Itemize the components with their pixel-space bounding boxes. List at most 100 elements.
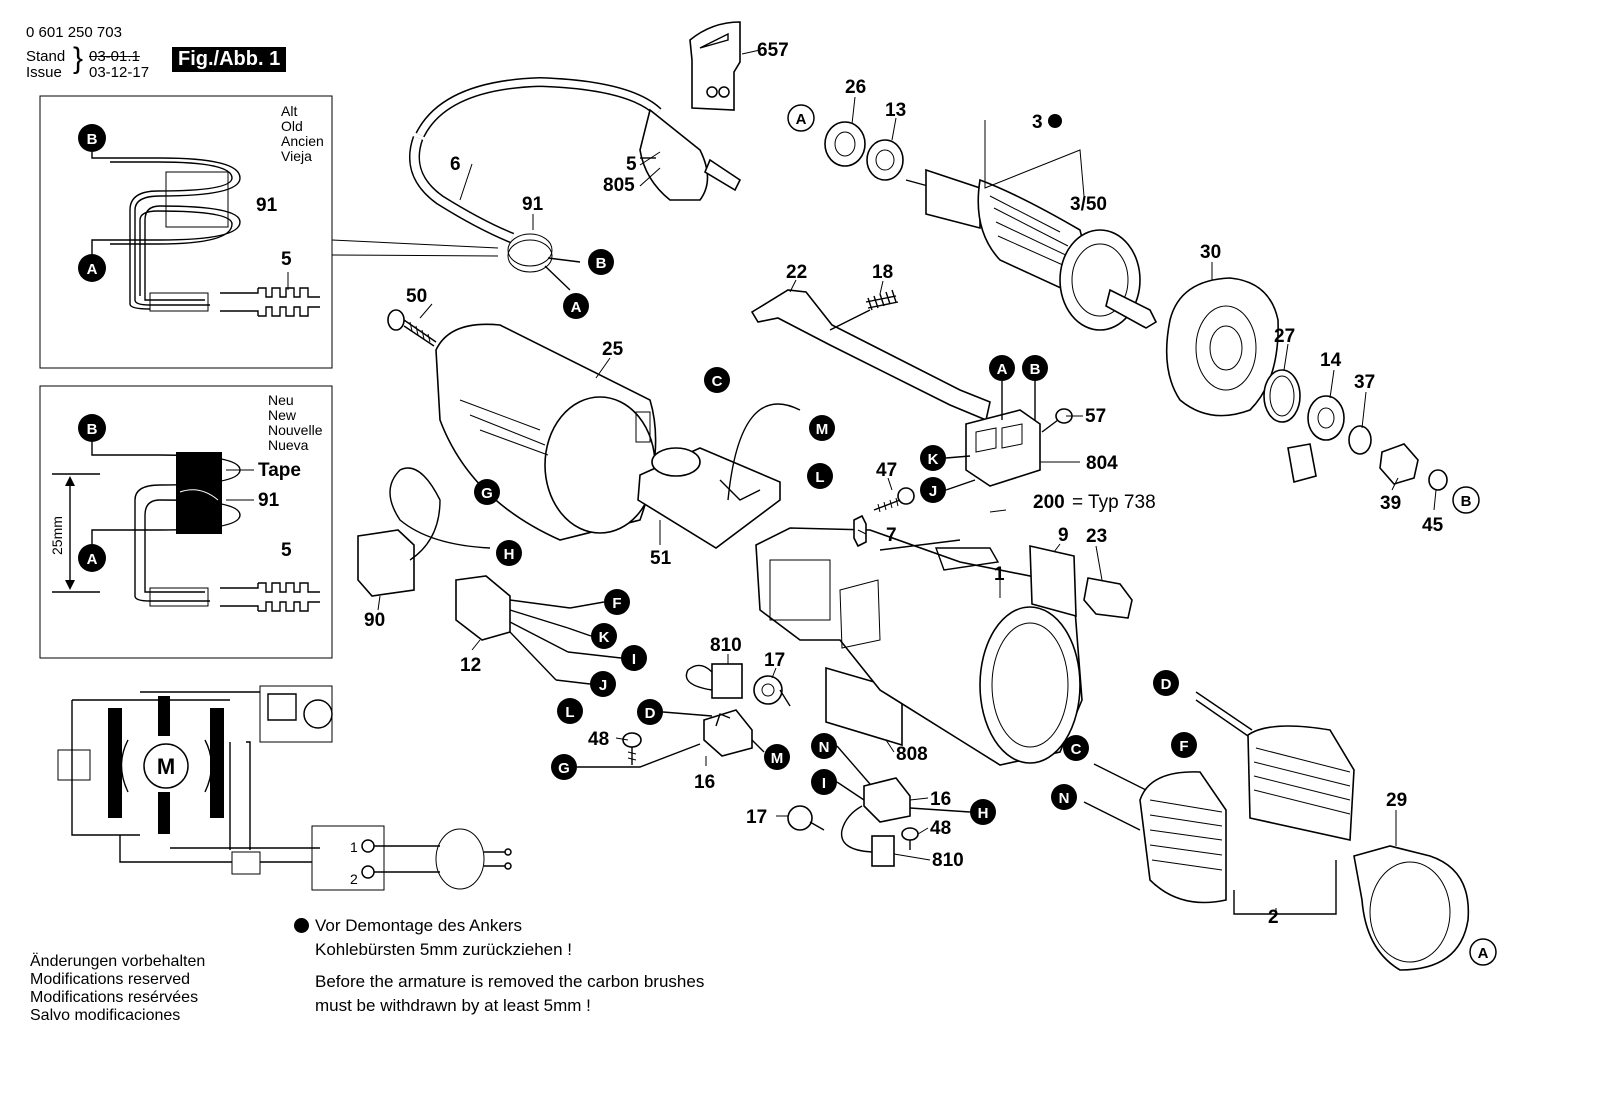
switch-51 bbox=[637, 403, 801, 549]
marker-m bbox=[764, 744, 790, 770]
part-label-18: 18 bbox=[872, 262, 893, 283]
bearing-13 bbox=[866, 139, 904, 181]
part-label-39: 39 bbox=[1380, 493, 1401, 514]
inset-new-lang-es: Nueva bbox=[268, 437, 309, 453]
part-label-90: 90 bbox=[364, 610, 385, 631]
power-cable bbox=[409, 76, 742, 291]
inset-old-label-91: 91 bbox=[256, 195, 278, 216]
marker-j-letter: J bbox=[599, 677, 607, 694]
marker-g bbox=[551, 754, 577, 780]
inset-old: Alt Old Ancien Vieja B A 91 5 bbox=[39, 95, 499, 369]
part-number: 0 601 250 703 bbox=[26, 24, 122, 41]
bullet-icon bbox=[1048, 114, 1062, 128]
marker-f-letter: F bbox=[612, 595, 621, 612]
marker-c bbox=[1063, 735, 1089, 761]
marker-i bbox=[621, 645, 647, 671]
issue-label: Issue bbox=[26, 64, 62, 81]
marker-f bbox=[1171, 732, 1197, 758]
inset-old-lang-en: Old bbox=[281, 118, 303, 134]
marker-a-letter: A bbox=[997, 361, 1008, 378]
switch-lever-22 bbox=[750, 289, 991, 422]
marker-h bbox=[496, 540, 522, 566]
inset-new-dimension: 25mm bbox=[49, 516, 65, 555]
marker-a-letter: A bbox=[87, 551, 98, 568]
part-label-804: 804 bbox=[1086, 453, 1118, 474]
marker-m-letter: M bbox=[816, 421, 829, 438]
inset-new-tape-label: Tape bbox=[258, 460, 301, 481]
part-label-3: 3 bbox=[1032, 112, 1043, 133]
marker-g-letter: G bbox=[558, 760, 570, 777]
part-label-200-note: = Typ 738 bbox=[1072, 492, 1156, 513]
part-label-30: 30 bbox=[1200, 242, 1221, 263]
part-label-16-bottom: 16 bbox=[930, 789, 951, 810]
marker-b bbox=[78, 124, 106, 152]
marker-d-letter: D bbox=[1161, 676, 1172, 693]
air-guide-29 bbox=[1353, 845, 1470, 971]
part-label-27: 27 bbox=[1274, 326, 1295, 347]
disclaimer-de: Änderungen vorbehalten bbox=[30, 953, 206, 970]
field-coils-2 bbox=[1083, 691, 1355, 915]
marker-n bbox=[1051, 784, 1077, 810]
screw-48-top bbox=[622, 732, 642, 765]
marker-h-letter: H bbox=[978, 805, 989, 822]
inset-new: Neu New Nouvelle Nueva B A Tape 91 5 25m… bbox=[39, 385, 333, 659]
stand-old-date: 03-01.1 bbox=[89, 48, 140, 65]
armature-3 bbox=[905, 168, 1158, 331]
terminal-12 bbox=[455, 575, 571, 681]
marker-a bbox=[78, 544, 106, 572]
part-labels: 657 6 5 805 91 50 25 22 18 26 13 3 3/50 … bbox=[364, 40, 1444, 928]
carbon-brush-810-top bbox=[685, 663, 743, 699]
marker-j bbox=[590, 671, 616, 697]
issue-date: 03-12-17 bbox=[89, 64, 150, 81]
marker-m bbox=[809, 415, 835, 441]
marker-b bbox=[1022, 355, 1048, 381]
marker-d-letter: D bbox=[645, 705, 656, 722]
inset-new-lang-en: New bbox=[268, 407, 297, 423]
marker-a bbox=[78, 254, 106, 282]
part-label-805: 805 bbox=[603, 175, 635, 196]
marker-h-letter: H bbox=[504, 546, 515, 563]
marker-m-letter: M bbox=[771, 750, 784, 767]
part-label-7: 7 bbox=[886, 525, 897, 546]
marker-a bbox=[989, 355, 1015, 381]
marker-c-letter: C bbox=[712, 373, 723, 390]
marker-b bbox=[1452, 486, 1480, 514]
plate-9 bbox=[1029, 544, 1077, 618]
marker-i-letter: I bbox=[632, 651, 636, 668]
marker-l-letter: L bbox=[565, 704, 574, 721]
marker-g-letter: G bbox=[481, 485, 493, 502]
marker-c-letter: C bbox=[1071, 741, 1082, 758]
marker-h bbox=[970, 799, 996, 825]
part-label-23: 23 bbox=[1086, 526, 1107, 547]
marker-b-letter: B bbox=[596, 255, 607, 272]
marker-b-letter: B bbox=[87, 421, 98, 438]
disclaimer-fr: Modifications resérvées bbox=[30, 989, 199, 1006]
washer-37 bbox=[1348, 425, 1372, 455]
part-label-14: 14 bbox=[1320, 350, 1342, 371]
marker-j-letter: J bbox=[929, 483, 937, 500]
note-en-line1: Before the armature is removed the carbo… bbox=[315, 972, 705, 991]
stand-label: Stand bbox=[26, 48, 66, 65]
inset-new-lang-fr: Nouvelle bbox=[268, 422, 323, 438]
marker-l bbox=[807, 463, 833, 489]
switch-pos-1: 1 bbox=[350, 839, 358, 855]
part-label-657: 657 bbox=[757, 40, 789, 61]
brace: } bbox=[73, 42, 84, 75]
ring-27 bbox=[1263, 369, 1301, 423]
marker-l bbox=[557, 698, 583, 724]
marker-b-letter: B bbox=[87, 131, 98, 148]
wiring-schematic: M 1 2 bbox=[57, 685, 512, 891]
marker-f bbox=[604, 589, 630, 615]
inset-old-lang-es: Vieja bbox=[281, 148, 312, 164]
marker-j bbox=[920, 477, 946, 503]
part-label-17-top: 17 bbox=[764, 650, 785, 671]
inset-new-label-91: 91 bbox=[258, 490, 280, 511]
marker-d bbox=[637, 699, 663, 725]
note-de-line1: Vor Demontage des Ankers bbox=[315, 916, 522, 935]
part-label-810-bottom: 810 bbox=[932, 850, 964, 871]
part-label-45: 45 bbox=[1422, 515, 1444, 536]
marker-a bbox=[787, 104, 815, 132]
cap-23 bbox=[1083, 577, 1133, 619]
marker-b-letter: B bbox=[1461, 493, 1472, 510]
